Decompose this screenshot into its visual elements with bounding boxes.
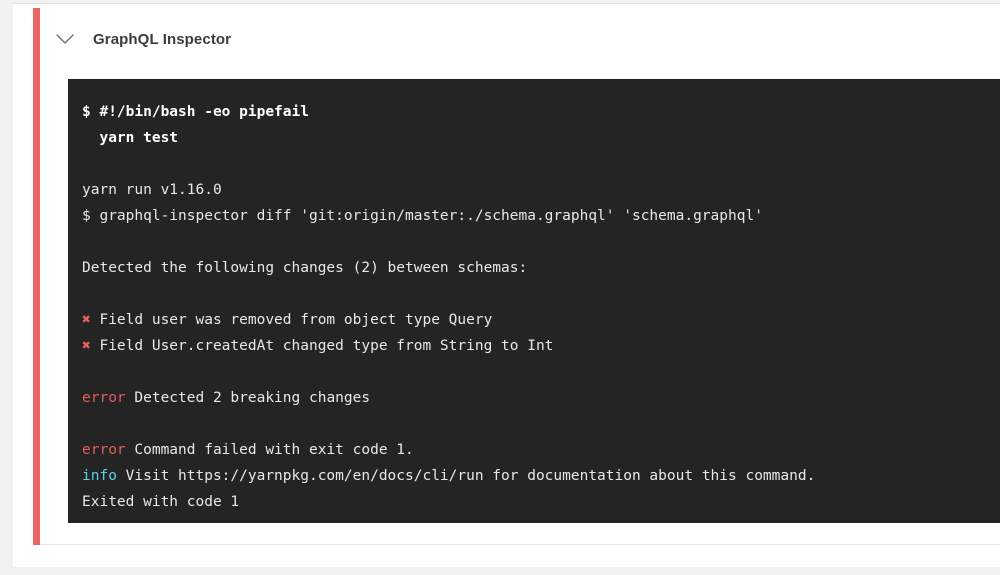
log-line: error Detected 2 breaking changes [82, 385, 1000, 411]
log-line-text: Field User.createdAt changed type from S… [90, 338, 554, 354]
log-line: yarn test [82, 130, 179, 146]
log-line [82, 281, 1000, 307]
terminal-output[interactable]: $ #!/bin/bash -eo pipefail yarn test yar… [68, 79, 1000, 523]
log-line-text: Visit https://yarnpkg.com/en/docs/cli/ru… [116, 468, 816, 484]
job-footer-area [13, 545, 1000, 567]
log-line: info Visit https://yarnpkg.com/en/docs/c… [82, 463, 1000, 489]
log-level-error: error [82, 390, 126, 406]
log-line [82, 229, 1000, 255]
job-card: GraphQL Inspector $ #!/bin/bash -eo pipe… [13, 3, 1000, 567]
log-line: yarn run v1.16.0 [82, 182, 222, 198]
log-line: Exited with code 1 [82, 494, 240, 510]
log-line: Detected the following changes (2) betwe… [82, 260, 528, 276]
log-line [82, 411, 1000, 437]
log-line: $ graphql-inspector diff 'git:origin/mas… [82, 208, 763, 224]
log-line: ✖ Field User.createdAt changed type from… [82, 333, 1000, 359]
log-line [82, 359, 1000, 385]
job-header[interactable]: GraphQL Inspector [53, 20, 231, 58]
log-line: ✖ Field user was removed from object typ… [82, 307, 1000, 333]
log-line-text: Field user was removed from object type … [90, 312, 493, 328]
log-line-text: Detected 2 breaking changes [125, 390, 371, 406]
breaking-change-icon: ✖ [82, 338, 91, 354]
chevron-down-icon[interactable] [53, 27, 77, 51]
breaking-change-icon: ✖ [82, 312, 91, 328]
log-level-error: error [82, 442, 126, 458]
log-line-text: Command failed with exit code 1. [125, 442, 414, 458]
log-level-info: info [82, 468, 117, 484]
log-line [82, 151, 1000, 177]
job-footer-divider [40, 544, 1000, 545]
job-title: GraphQL Inspector [93, 30, 232, 48]
log-line: $ #!/bin/bash -eo pipefail [82, 104, 309, 120]
job-status-bar [33, 8, 40, 545]
log-line: error Command failed with exit code 1. [82, 437, 1000, 463]
